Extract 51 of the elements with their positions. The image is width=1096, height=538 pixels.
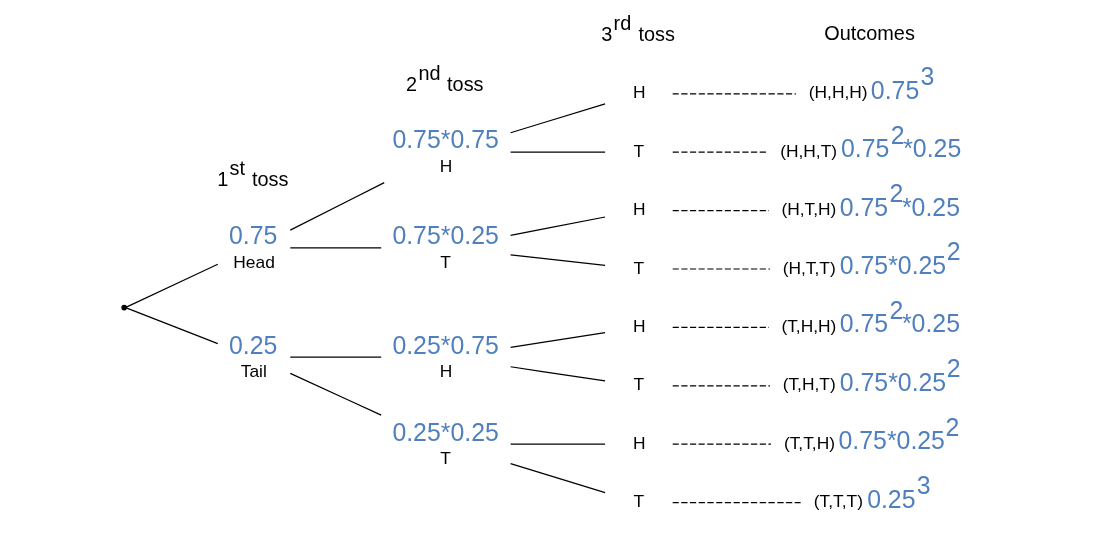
connector: [510, 443, 606, 445]
node-text: (H,T,H): [781, 199, 837, 220]
connector: [672, 443, 772, 445]
connector: [672, 93, 797, 95]
connector: [672, 209, 770, 212]
connector: [672, 326, 770, 329]
connector: [510, 254, 606, 266]
connector: [289, 247, 382, 249]
node-text: T: [440, 252, 451, 273]
node-text: T: [633, 140, 645, 161]
connector: [510, 463, 606, 494]
node-text: (H,H,T): [780, 140, 838, 161]
node-text: H: [439, 156, 453, 177]
connector: [672, 151, 768, 153]
node-text: (T,H,H): [781, 316, 837, 337]
node-text: H: [632, 82, 646, 103]
node-text: (H,H,H): [808, 82, 868, 103]
connector: [126, 263, 219, 308]
connector: [510, 216, 606, 237]
node-point: [121, 304, 128, 311]
node-text: Tail: [240, 361, 267, 382]
connector: [510, 331, 606, 348]
node-text: (T,H,T): [782, 374, 836, 395]
node-text: T: [633, 374, 645, 395]
node-text: (T,T,H): [783, 432, 836, 453]
connector: [289, 372, 382, 416]
node-text: (H,T,T): [782, 257, 836, 278]
connector: [510, 151, 606, 153]
node-label: 0.75*0.75: [392, 126, 499, 154]
connector: [126, 307, 219, 345]
node-text: T: [440, 448, 451, 469]
node-text: T: [633, 491, 645, 512]
connector: [672, 385, 771, 387]
connector: [289, 356, 382, 358]
node-label: 0.25*0.25: [392, 418, 499, 446]
node-text: H: [439, 361, 453, 382]
node-text: H: [632, 432, 646, 453]
node-text: H: [632, 316, 646, 337]
connector: [510, 103, 606, 134]
connector: [672, 502, 802, 504]
connector: [289, 182, 385, 231]
node-label: 0.25*0.75: [392, 331, 499, 359]
node-label: 0.75*0.25: [392, 222, 499, 250]
node-text: H: [632, 199, 646, 220]
label: Outcomes: [824, 22, 915, 45]
connector: [510, 366, 606, 382]
node-label: 0.25: [228, 331, 278, 359]
node-text: T: [633, 257, 645, 278]
node-text: Head: [233, 252, 275, 273]
node-label: 0.75: [228, 222, 278, 250]
node-text: (T,T,T): [813, 491, 863, 512]
